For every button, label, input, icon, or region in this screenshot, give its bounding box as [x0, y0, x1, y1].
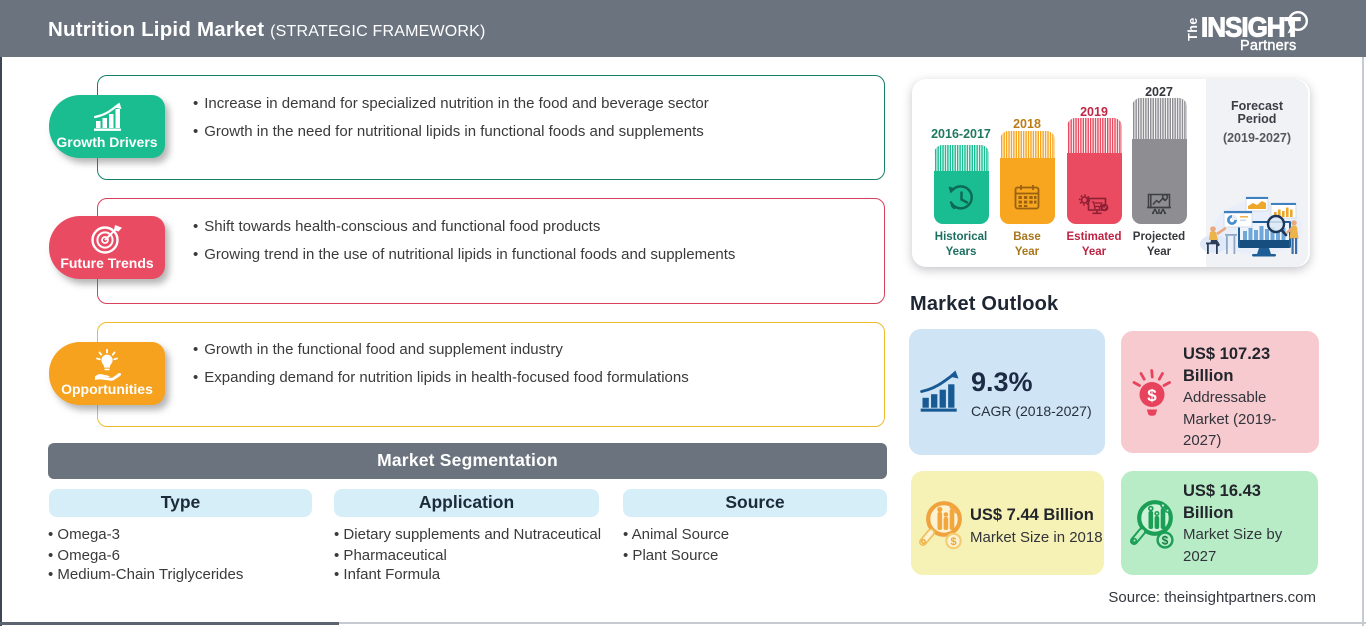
svg-text:$: $: [1162, 534, 1169, 548]
svg-text:$: $: [1147, 386, 1157, 405]
svg-text:$: $: [950, 536, 956, 548]
